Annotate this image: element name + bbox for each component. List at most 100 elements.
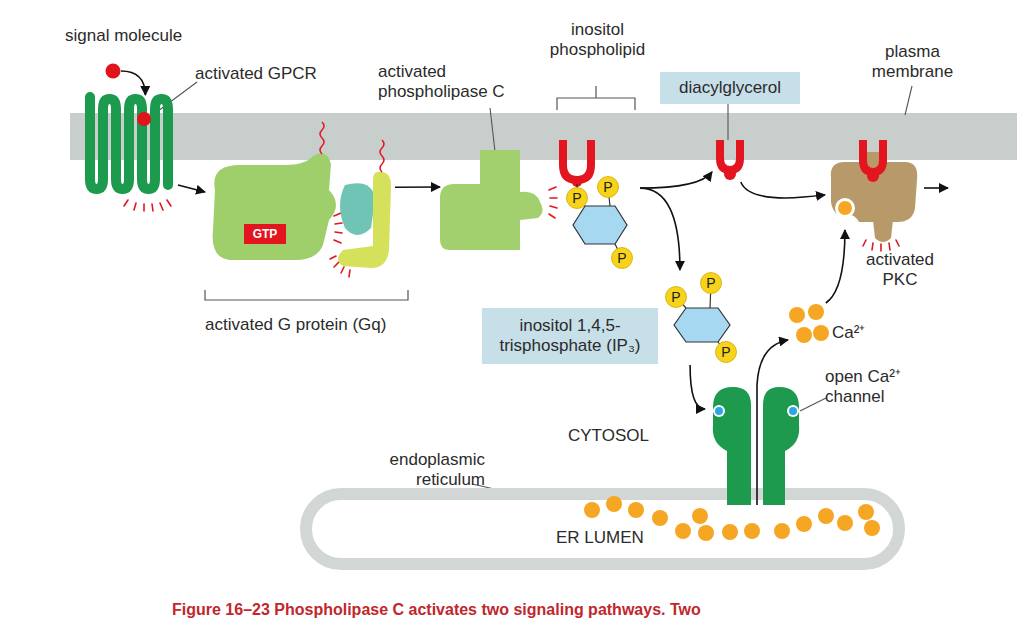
g-protein-part <box>338 172 391 268</box>
phosphate-circle: P <box>715 341 737 363</box>
pkc-enzyme-part <box>873 220 893 242</box>
pkc-output-arrow <box>924 187 948 189</box>
g-protein: activated G protein (Gq)GTP <box>205 150 395 270</box>
g-protein-part <box>340 183 375 235</box>
ip3-molecule-part <box>674 308 730 342</box>
flow-arrow <box>121 71 145 95</box>
phosphate-text: P <box>700 272 722 294</box>
inositol-phospholipid-part <box>563 140 591 180</box>
g-protein-label: activated G protein (Gq) <box>205 315 386 335</box>
pkc-label: activated PKC <box>855 250 945 290</box>
endoplasmic-reticulum-part <box>858 504 874 520</box>
gpcr-rays <box>124 200 171 211</box>
phosphate-circle: P <box>597 176 619 198</box>
phosphate-circle: P <box>665 286 687 308</box>
calcium-channel-part <box>763 387 799 505</box>
channel-label: open Ca²⁺ channel <box>825 367 920 407</box>
gpcr-receptor-part <box>90 97 168 189</box>
pkc-enzyme-shape <box>825 150 920 230</box>
flow-arrow <box>640 172 712 188</box>
flow-arrow <box>640 188 680 270</box>
dag-label: diacylglycerol <box>660 72 800 104</box>
phosphate-circle: P <box>611 247 633 269</box>
endoplasmic-reticulum-part <box>606 496 622 512</box>
gpcr-receptor-shape <box>82 95 178 195</box>
calcium-channel-shape <box>705 385 805 505</box>
channel-leader <box>800 398 826 411</box>
calcium-channel: open Ca²⁺ channel <box>705 385 805 505</box>
gpcr-receptor-part <box>137 112 151 126</box>
calcium-channel-part <box>713 387 751 505</box>
calcium-ions: Ca²⁺ <box>788 303 830 347</box>
endoplasmic-reticulum-part <box>744 523 760 539</box>
gtp-text: GTP <box>244 224 286 244</box>
er-label: endoplasmic reticulum <box>365 450 485 490</box>
signal-molecule: signal molecule <box>105 63 121 79</box>
g-protein-part <box>380 140 384 172</box>
calcium-ions-shape <box>788 303 830 347</box>
flow-arrow <box>690 365 705 409</box>
calcium-channel-part <box>787 405 799 417</box>
pkc-enzyme-part <box>835 198 855 218</box>
pkc-enzyme-part <box>867 170 879 182</box>
calcium-ions-part <box>813 325 829 341</box>
gtp-box: GTP <box>244 224 286 244</box>
endoplasmic-reticulum-part <box>584 502 600 518</box>
phosphate-circle: P <box>700 272 722 294</box>
endoplasmic-reticulum-part <box>774 523 790 539</box>
phosphate-text: P <box>715 341 737 363</box>
signal-molecule-shape <box>105 63 121 79</box>
phosphate-text: P <box>566 187 588 209</box>
calcium-channel-part <box>715 407 723 415</box>
diacylglycerol-shape <box>712 140 748 182</box>
calcium-ions-part <box>808 304 824 320</box>
er-lumen-label: ER LUMEN <box>556 528 644 548</box>
flow-arrow <box>826 230 845 303</box>
cytosol-label: CYTOSOL <box>568 426 649 446</box>
endoplasmic-reticulum-part <box>818 508 834 524</box>
pkc-enzyme-part <box>863 140 883 172</box>
phosphate-circle-part <box>567 188 588 209</box>
phospholipid-label: inositol phospholipid <box>535 20 660 60</box>
endoplasmic-reticulum-part <box>722 524 738 540</box>
g-protein-bracket <box>205 290 408 300</box>
dag-leader <box>727 104 728 140</box>
diacylglycerol-part <box>720 140 740 170</box>
endoplasmic-reticulum: ER LUMENendoplasmic reticulum <box>300 488 905 570</box>
signal-molecule-part <box>106 64 121 79</box>
pkc-enzyme: activated PKC <box>825 150 920 230</box>
endoplasmic-reticulum-part <box>628 502 644 518</box>
endoplasmic-reticulum-part <box>306 494 899 564</box>
inositol-phospholipid-part <box>573 206 627 244</box>
galpha-rays <box>334 213 342 243</box>
phosphate-circle-part <box>666 287 687 308</box>
endoplasmic-reticulum-part <box>796 516 812 532</box>
caption-text: Figure 16–23 Phospholipase C activates t… <box>172 600 701 620</box>
phosphate-text: P <box>597 176 619 198</box>
g-protein-part <box>320 122 324 154</box>
endoplasmic-reticulum-part <box>652 510 668 526</box>
ca-flow-line <box>756 385 758 505</box>
diacylglycerol-part <box>724 168 736 180</box>
plc-label: activated phospholipase C <box>378 62 528 102</box>
g-protein-shape <box>205 150 395 270</box>
phospholipid-rays <box>549 187 557 218</box>
phosphate-circle-part <box>598 177 619 198</box>
gpcr-receptor: activated GPCR <box>82 95 178 195</box>
membrane-leader <box>905 86 912 115</box>
ip3-label: inositol 1,4,5-trisphosphate (IP₃) <box>482 308 658 364</box>
flow-arrow <box>757 340 788 385</box>
phosphate-circle: P <box>566 187 588 209</box>
calcium-ions-part <box>796 327 812 343</box>
endoplasmic-reticulum-part <box>692 508 708 524</box>
calcium-ions-part <box>789 307 805 323</box>
phosphate-text: P <box>665 286 687 308</box>
gtp-box-part <box>244 224 286 244</box>
pkc-enzyme-part <box>831 152 917 222</box>
calcium-channel-part <box>713 405 725 417</box>
phospholipase-c-part <box>440 150 543 250</box>
membrane-label: plasma membrane <box>865 42 960 82</box>
endoplasmic-reticulum-part <box>675 523 691 539</box>
flow-arrow <box>395 186 440 188</box>
